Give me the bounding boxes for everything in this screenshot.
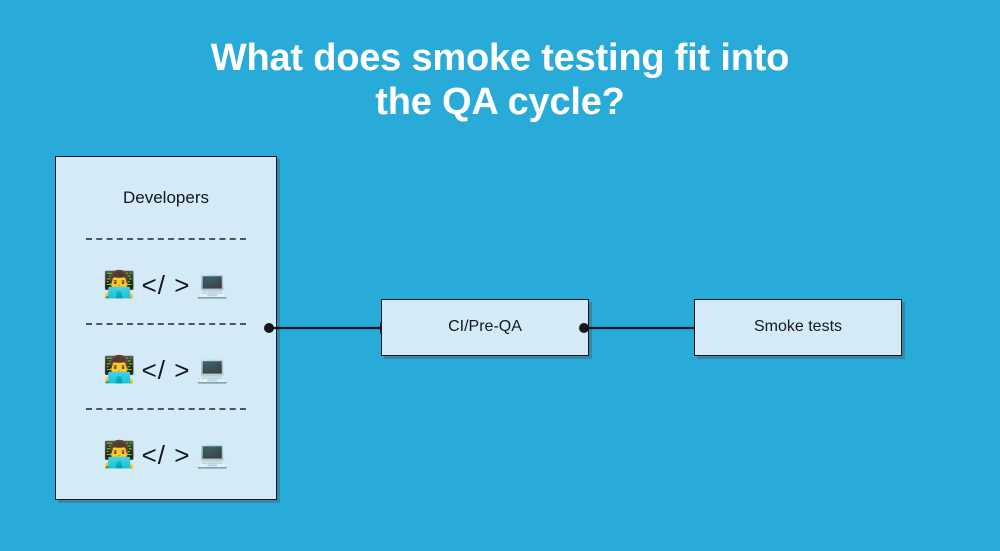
developer-code-text: </ > bbox=[141, 439, 191, 470]
developer-laptop-icon: 💻 bbox=[196, 270, 229, 300]
developers-divider-2 bbox=[86, 323, 246, 325]
edge-ci-to-smoke-tests bbox=[579, 322, 706, 334]
node-ci-pre-qa[interactable]: CI/Pre-QA bbox=[381, 299, 589, 356]
node-smoke-tests-label: Smoke tests bbox=[753, 318, 843, 335]
node-ci-pre-qa-label: CI/Pre-QA bbox=[448, 318, 522, 335]
developers-divider-3 bbox=[86, 408, 246, 410]
developer-row-1: 👨‍💻 </ > 💻 bbox=[56, 262, 276, 308]
developer-row-3: 👨‍💻 </ > 💻 bbox=[56, 432, 276, 478]
developer-person-icon: 👨‍💻 bbox=[103, 355, 136, 385]
developer-code-text: </ > bbox=[141, 354, 191, 385]
node-smoke-tests[interactable]: Smoke tests bbox=[694, 299, 902, 356]
edge-developers-to-ci bbox=[264, 322, 392, 334]
developer-laptop-icon: 💻 bbox=[196, 440, 229, 470]
node-developers[interactable]: Developers 👨‍💻 </ > 💻 👨‍💻 </ > 💻 👨‍💻 </ … bbox=[55, 156, 277, 500]
page-title-line-1: What does smoke testing fit into bbox=[210, 37, 790, 79]
node-developers-label: Developers bbox=[123, 188, 209, 207]
page-title: What does smoke testing fit into the QA … bbox=[0, 36, 1000, 124]
developer-person-icon: 👨‍💻 bbox=[103, 270, 136, 300]
developer-person-icon: 👨‍💻 bbox=[103, 440, 136, 470]
developer-row-2: 👨‍💻 </ > 💻 bbox=[56, 347, 276, 393]
developer-code-text: </ > bbox=[141, 269, 191, 300]
developer-laptop-icon: 💻 bbox=[196, 355, 229, 385]
page-title-line-2: the QA cycle? bbox=[375, 81, 625, 124]
developers-divider-1 bbox=[86, 238, 246, 240]
